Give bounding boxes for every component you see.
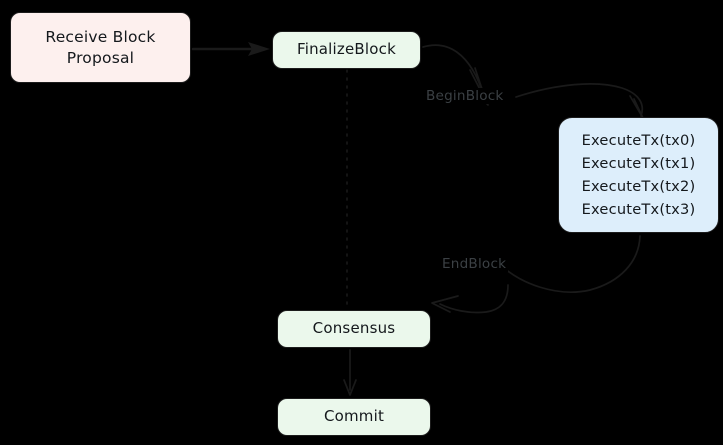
edge-endblock-to-consensus xyxy=(431,284,509,314)
edge-label-end-block: EndBlock xyxy=(440,256,509,272)
node-label-line: ExecuteTx(tx2) xyxy=(581,178,696,195)
node-finalize-block[interactable]: FinalizeBlock xyxy=(272,31,421,69)
edge-label-begin-block: BeginBlock xyxy=(424,88,506,104)
node-label-line: ExecuteTx(tx3) xyxy=(581,201,696,219)
node-label-line: ExecuteTx(tx0) xyxy=(581,131,696,149)
node-label-line: ExecuteTx(tx1) xyxy=(581,154,696,172)
node-label-line: FinalizeBlock xyxy=(296,40,396,59)
node-commit[interactable]: Commit xyxy=(277,398,431,436)
node-receive-block-proposal[interactable]: Receive Block Proposal xyxy=(10,12,191,83)
edge-consensus-to-commit xyxy=(343,349,357,396)
edge-proposal-to-finalize xyxy=(191,42,270,56)
node-consensus[interactable]: Consensus xyxy=(277,310,431,348)
node-label-line: Consensus xyxy=(312,319,396,338)
node-label-line: Proposal xyxy=(66,48,135,67)
node-execute-tx[interactable]: ExecuteTx(tx0) ExecuteTx(tx1) ExecuteTx(… xyxy=(558,117,719,233)
edge-execute-to-endblock xyxy=(503,235,641,293)
edge-beginblock-to-execute xyxy=(515,83,644,119)
node-label-line: Receive Block xyxy=(45,28,156,47)
node-label-line: Commit xyxy=(323,407,385,426)
